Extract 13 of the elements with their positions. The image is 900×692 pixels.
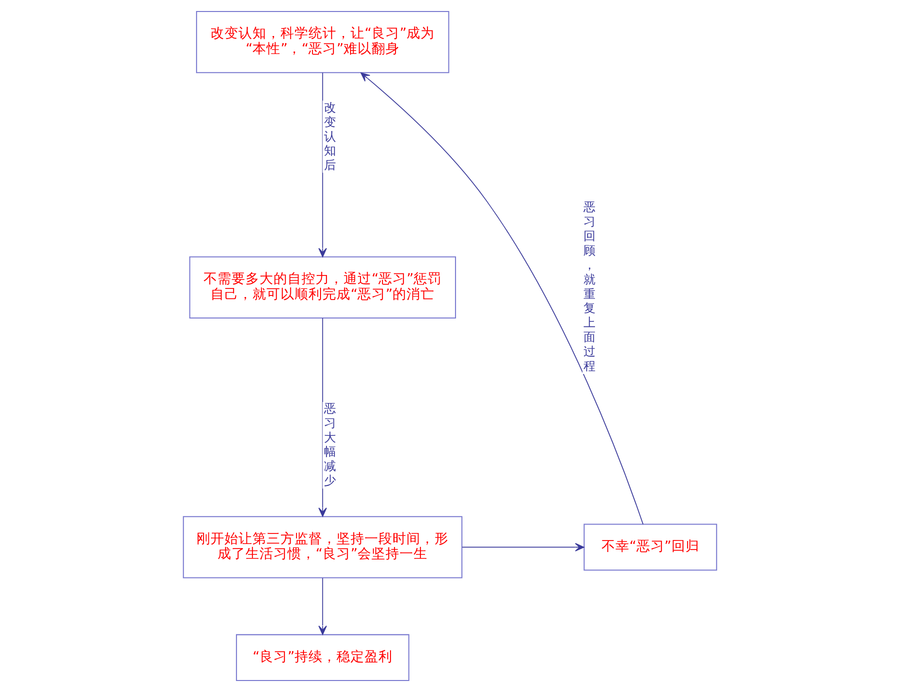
edge-label: 恶习回顾，就重复上面过程	[584, 200, 596, 373]
node-box: 不幸“恶习”回归	[584, 524, 718, 571]
arrow	[318, 72, 327, 258]
arrow	[318, 578, 327, 635]
arrow	[462, 542, 584, 552]
arrow	[318, 318, 327, 517]
arrow	[360, 72, 644, 525]
node-box: “良习”持续，稳定盈利	[236, 634, 410, 682]
edge-label: 恶习大幅减少	[324, 401, 336, 488]
edge-label: 改变认知后	[324, 100, 336, 172]
node-box: 刚开始让第三方监督，坚持一段时间，形成了生活习惯，“良习”会坚持一生	[182, 516, 462, 578]
node-box: 改变认知，科学统计，让“良习”成为“本性”，“恶习”难以翻身	[196, 10, 450, 74]
node-box: 不需要多大的自控力，通过“恶习”惩罚自己，就可以顺利完成“恶习”的消亡	[189, 256, 456, 318]
